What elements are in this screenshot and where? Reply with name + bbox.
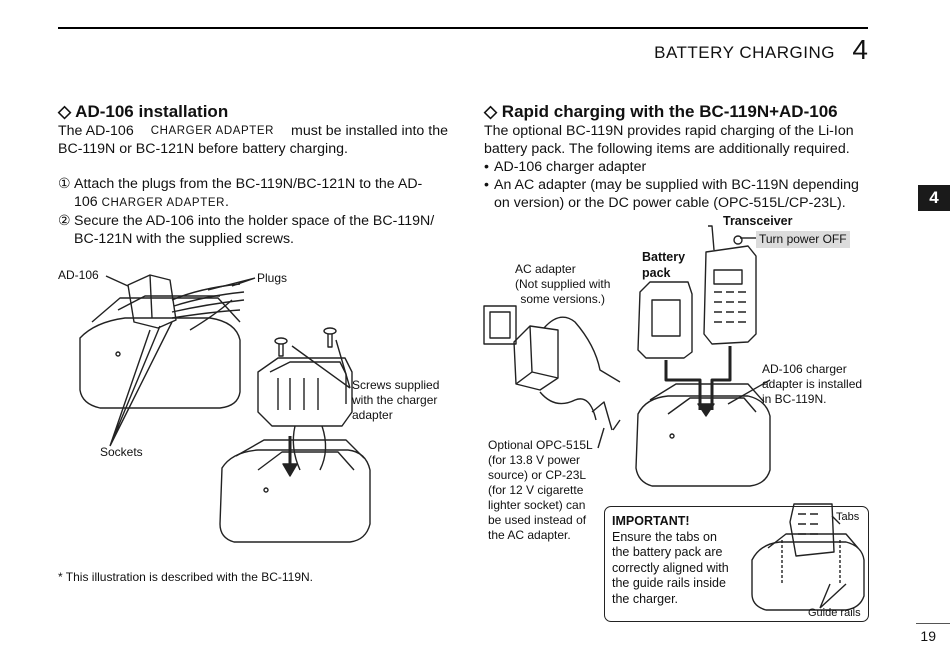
important-line2: the battery pack are	[612, 545, 723, 559]
label-tabs: Tabs	[836, 511, 860, 523]
intro-text-b: must be installed into the	[291, 123, 448, 139]
label-opt-line5: lighter socket) can	[488, 498, 586, 512]
label-ad106: AD-106	[58, 268, 99, 282]
left-section: ◇ AD-106 installation The AD-106 CHARGER…	[58, 102, 448, 248]
bullet-1: •AD-106 charger adapter	[484, 159, 647, 175]
label-ad106-installed: AD-106 charger adapter is installed in B…	[762, 362, 862, 407]
left-intro: The AD-106 CHARGER ADAPTER must be insta…	[58, 122, 448, 158]
battery-pack-illustration	[637, 281, 693, 359]
label-screws-line1: Screws supplied	[352, 378, 440, 392]
label-opt-line4: (for 12 V cigarette	[488, 483, 584, 497]
adapter-illustration	[127, 274, 245, 331]
label-ac-line1: AC adapter	[515, 262, 576, 276]
footnote: * This illustration is described with th…	[58, 570, 313, 584]
bullet-1-text: AD-106 charger adapter	[494, 159, 647, 175]
label-guide-rails: Guide rails	[808, 607, 861, 619]
step-2-line2: BC-121N with the supplied screws.	[74, 231, 295, 247]
label-ac-line2: (Not supplied with	[515, 277, 611, 291]
intro-line2: BC-119N or BC-121N before battery chargi…	[58, 141, 348, 157]
label-screws-line3: adapter	[352, 408, 393, 422]
step-2-line1: Secure the AD-106 into the holder space …	[74, 213, 435, 229]
important-line4: the guide rails inside	[612, 576, 726, 590]
label-ac-adapter: AC adapter (Not supplied with some versi…	[515, 262, 610, 307]
chapter-side-tab: 4	[918, 185, 950, 211]
step-2-number: ②	[58, 213, 71, 229]
label-opt-line6: be used instead of	[488, 513, 587, 527]
screw-illustrations	[274, 327, 337, 357]
charger-illustration-lower	[219, 439, 371, 543]
wall-outlet-illustration	[483, 305, 517, 345]
intro-smallcaps: CHARGER ADAPTER	[150, 125, 275, 137]
important-box	[604, 506, 869, 622]
label-plugs: Plugs	[257, 271, 288, 285]
important-title: IMPORTANT!	[612, 514, 690, 528]
bullet-2-line1: An AC adapter (may be supplied with BC-1…	[494, 177, 859, 193]
page-number: 19	[920, 628, 936, 644]
step-1-line2a: 106	[74, 194, 102, 210]
label-ad-line1: AD-106 charger	[762, 362, 847, 376]
step-1-number: ①	[58, 176, 71, 192]
step-1-smallcaps: CHARGER ADAPTER	[101, 197, 226, 209]
tabs-inset-illustration	[751, 503, 865, 611]
intro-text-a: The AD-106	[58, 123, 134, 139]
important-line3: correctly aligned with	[612, 560, 729, 575]
label-screws-line2: with the charger	[352, 393, 438, 407]
label-ac-line3: some versions.)	[520, 292, 606, 306]
label-opt-line7: the AC adapter.	[488, 528, 571, 542]
right-section: ◇ Rapid charging with the BC-119N+AD-106…	[484, 102, 872, 212]
bullet-2: • An AC adapter (may be supplied with BC…	[484, 177, 859, 211]
header-rule	[58, 27, 868, 29]
label-ad-line3: in BC-119N.	[762, 392, 827, 406]
page-number-rule	[916, 623, 950, 624]
label-opt-line3: source) or CP-23L	[488, 468, 587, 482]
label-battery-line2: pack	[642, 266, 671, 280]
holder-illustration	[257, 357, 353, 471]
label-sockets: Sockets	[100, 445, 143, 459]
right-heading: ◇ Rapid charging with the BC-119N+AD-106	[484, 102, 838, 121]
label-ad-line2: adapter is installed	[762, 377, 863, 391]
label-optional-cable: Optional OPC-515L (for 13.8 V power sour…	[488, 438, 596, 543]
bullet-2-line2: on version) or the DC power cable (OPC-5…	[494, 195, 846, 211]
important-line5: the charger.	[612, 591, 679, 606]
left-heading: ◇ AD-106 installation	[58, 102, 229, 121]
chapter-number: 4	[852, 34, 868, 65]
chapter-title: BATTERY CHARGING	[654, 43, 835, 62]
label-turn-power-off: Turn power OFF	[756, 231, 850, 248]
right-p2: battery pack. The following items are ad…	[484, 141, 850, 157]
left-steps: ① Attach the plugs from the BC-119N/BC-1…	[58, 175, 448, 248]
label-transceiver: Transceiver	[723, 214, 793, 228]
right-body: The optional BC-119N provides rapid char…	[484, 122, 872, 212]
label-opt-line1: Optional OPC-515L	[488, 438, 593, 452]
step-1-line2b: .	[225, 194, 229, 210]
important-text: IMPORTANT! Ensure the tabs on the batter…	[612, 514, 737, 607]
step-1-line1: Attach the plugs from the BC-119N/BC-121…	[74, 176, 423, 192]
charger-illustration-right	[635, 383, 771, 487]
transceiver-illustration	[703, 225, 757, 345]
ac-adapter-illustration	[513, 316, 621, 431]
important-line1: Ensure the tabs on	[612, 529, 717, 544]
label-screws: Screws supplied with the charger adapter	[352, 378, 439, 423]
label-opt-line2: (for 13.8 V power	[488, 453, 581, 467]
step-1: ① Attach the plugs from the BC-119N/BC-1…	[58, 175, 448, 212]
label-battery-line1: Battery	[642, 250, 686, 264]
right-p1: The optional BC-119N provides rapid char…	[484, 123, 854, 139]
step-2: ② Secure the AD-106 into the holder spac…	[58, 212, 448, 248]
label-battery-pack: Battery pack	[642, 249, 685, 281]
charger-illustration-left	[79, 295, 241, 409]
